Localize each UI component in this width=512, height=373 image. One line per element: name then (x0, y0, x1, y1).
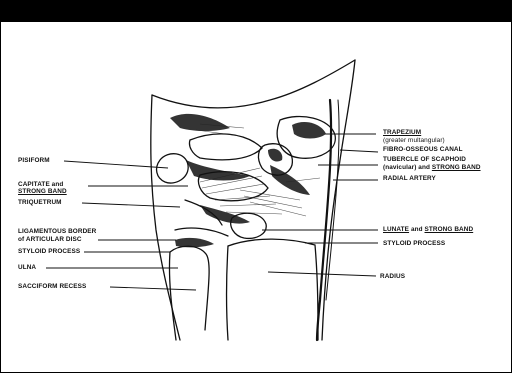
label-ulna: ULNA (18, 264, 36, 271)
label-navicular: (navicular) and STRONG BAND (383, 164, 481, 171)
leader-sacciform (110, 287, 196, 290)
label-styloid-process-right: STYLOID PROCESS (383, 240, 445, 247)
pisiform-bone (157, 154, 189, 183)
label-navicular-strong-band: STRONG BAND (432, 164, 481, 171)
leader-triquetrum (82, 203, 180, 207)
label-ligamentous-border: LIGAMENTOUS BORDER (18, 228, 96, 235)
label-radius: RADIUS (380, 273, 405, 280)
label-lunate-text: LUNATE (383, 226, 409, 233)
label-capitate-text: CAPITATE and (18, 181, 63, 188)
label-trapezium: TRAPEZIUM (383, 129, 421, 136)
label-trapezium-sub: (greater multangular) (383, 137, 445, 144)
label-pisiform: PISIFORM (18, 157, 50, 164)
label-fibro-osseous-canal: FIBRO-OSSEOUS CANAL (383, 146, 463, 153)
label-tubercle-scaphoid: TUBERCLE OF SCAPHOID (383, 156, 466, 163)
leader-fibro (340, 150, 378, 152)
label-sacciform-recess: SACCIFORM RECESS (18, 283, 86, 290)
specimen-outline (151, 95, 180, 340)
label-capitate-strong-band: STRONG BAND (18, 188, 67, 195)
radius-bone (228, 239, 318, 340)
label-lunate-strong-band: STRONG BAND (425, 226, 474, 233)
label-triquetrum: TRIQUETRUM (18, 199, 62, 206)
label-navicular-text: (navicular) and (383, 164, 430, 171)
label-radial-artery: RADIAL ARTERY (383, 175, 436, 182)
ulna-bone (170, 246, 209, 330)
label-lunate-and: and (411, 226, 423, 233)
label-capitate: CAPITATE and (18, 181, 63, 188)
label-articular-disc: of ARTICULAR DISC (18, 236, 82, 243)
leader-pisiform (64, 161, 168, 168)
label-lunate: LUNATE and STRONG BAND (383, 226, 473, 233)
label-styloid-process-left: STYLOID PROCESS (18, 248, 80, 255)
